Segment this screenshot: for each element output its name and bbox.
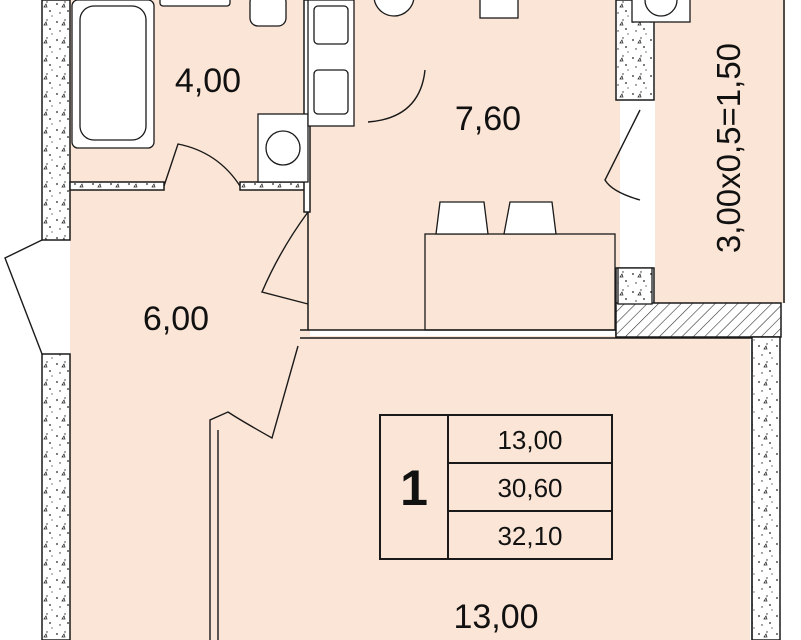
- bathroom-bottom-wall: [69, 181, 165, 191]
- living-door: [209, 345, 299, 640]
- kitchen-door-arc: [367, 69, 426, 123]
- balcony-slab: [615, 302, 782, 338]
- bathroom-area: 4,00: [175, 62, 241, 100]
- balcony-door: [604, 109, 641, 201]
- legend-total-with-balcony: 32,10: [497, 521, 562, 551]
- legend-living-area: 13,00: [497, 425, 562, 455]
- doors: [4, 69, 641, 640]
- living-area: 13,00: [453, 598, 538, 636]
- fixtures: [71, 0, 753, 640]
- legend-values: 1 13,00 30,60 32,10: [400, 425, 562, 551]
- bathroom-bottom-wall-2: [239, 181, 309, 191]
- sink-top: [159, 0, 231, 7]
- legend-total-area: 30,60: [497, 473, 562, 503]
- stove-burner-2: [313, 69, 349, 115]
- stove-burner-1: [313, 5, 349, 45]
- chair-2: [503, 201, 557, 235]
- floor-fill: [70, 0, 785, 640]
- kitchen-area: 7,60: [455, 100, 521, 138]
- column: [617, 267, 653, 305]
- right-wall: [751, 336, 781, 640]
- area-legend: [379, 414, 613, 560]
- bathtub-inner: [79, 5, 147, 141]
- hall-partition: [300, 212, 309, 331]
- legend-rooms: 1: [400, 460, 428, 516]
- cooktop: [479, 0, 519, 19]
- legend-frame: [379, 414, 613, 560]
- chair-1: [435, 201, 489, 235]
- balcony-area: 3,00x0,5=1,50: [710, 43, 747, 253]
- hall-kitchen-door: [261, 211, 309, 305]
- kitchen-floor: [310, 0, 620, 330]
- toilet: [249, 0, 287, 27]
- balcony-floor: [655, 0, 785, 303]
- bathroom-door: [163, 143, 241, 187]
- entrance-door: [4, 239, 43, 355]
- left-wall-upper: [41, 0, 71, 241]
- boiler: [644, 0, 678, 17]
- kitchen-sink: [373, 0, 415, 17]
- left-wall-lower: [41, 353, 71, 640]
- area-labels: 4,00 7,60 6,00 13,00 3,00x0,5=1,50: [143, 43, 747, 636]
- washing-drum: [265, 130, 301, 166]
- hall-area: 6,00: [143, 300, 209, 338]
